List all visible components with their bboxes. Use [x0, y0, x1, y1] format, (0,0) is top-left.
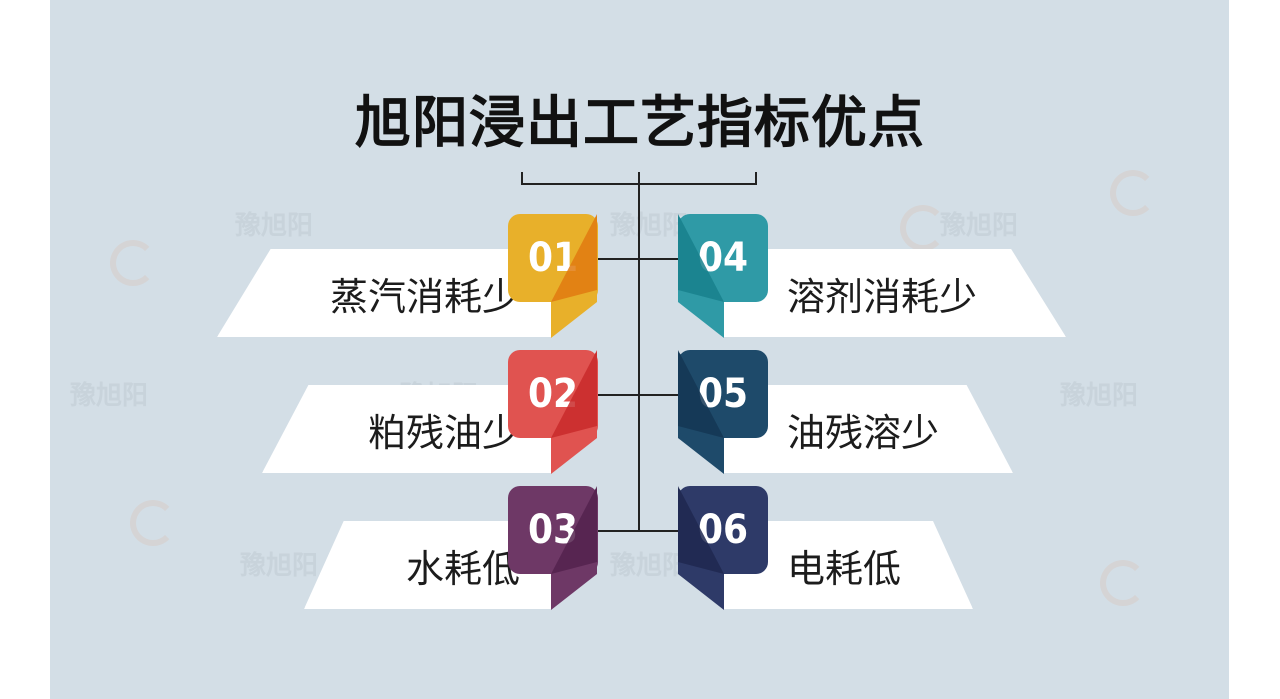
connector-row-1	[597, 258, 681, 260]
bracket-right-tick	[755, 172, 757, 185]
tag-shade-02	[551, 350, 597, 438]
item-card-05: 油残溶少	[723, 385, 1013, 473]
center-spine	[638, 172, 640, 532]
watermark-text: 豫旭阳	[70, 381, 149, 411]
watermark-logo	[1110, 170, 1156, 216]
item-label: 油残溶少	[787, 410, 940, 455]
connector-row-2	[597, 394, 681, 396]
page-title: 旭阳浸出工艺指标优点	[355, 91, 925, 156]
watermark-logo	[110, 240, 156, 286]
watermark-text: 豫旭阳	[610, 551, 689, 581]
watermark-text: 豫旭阳	[940, 211, 1019, 241]
watermark-text: 豫旭阳	[610, 211, 689, 241]
watermark-text: 豫旭阳	[1060, 381, 1139, 411]
watermark-text: 豫旭阳	[235, 211, 314, 241]
item-card-04: 溶剂消耗少	[723, 249, 1066, 337]
tag-shade-05	[678, 350, 724, 438]
bracket-left-tick	[521, 172, 523, 185]
watermark-text: 豫旭阳	[240, 551, 319, 581]
connector-row-3	[597, 530, 681, 532]
tag-shade-01	[551, 214, 597, 302]
item-label: 蒸汽消耗少	[329, 274, 520, 319]
slide-background: 豫旭阳 豫旭阳 豫旭阳 豫旭阳 豫旭阳 豫旭阳 豫旭阳 豫旭阳	[50, 0, 1229, 699]
tag-shade-06	[678, 486, 724, 574]
item-card-01: 蒸汽消耗少	[217, 249, 552, 337]
item-label: 溶剂消耗少	[787, 274, 978, 319]
watermark-logo	[1100, 560, 1146, 606]
item-label: 粕残油少	[367, 410, 520, 455]
item-label: 水耗低	[405, 546, 520, 591]
item-card-02: 粕残油少	[262, 385, 552, 473]
watermark-logo	[130, 500, 176, 546]
item-label: 电耗低	[787, 546, 902, 591]
tag-shade-04	[678, 214, 724, 302]
tag-shade-03	[551, 486, 597, 574]
watermark-logo	[900, 205, 946, 251]
